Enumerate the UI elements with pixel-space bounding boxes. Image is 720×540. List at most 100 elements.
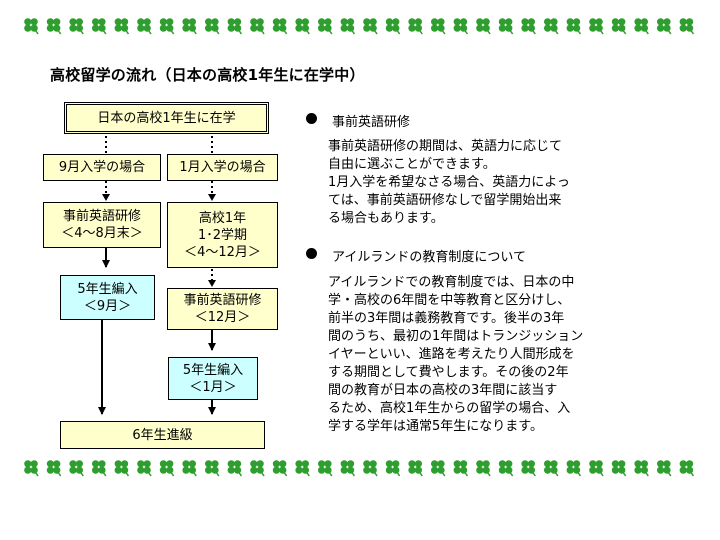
box-right-enroll-title: 5年生編入 — [182, 362, 244, 378]
clover-icon — [589, 460, 604, 477]
page-title: 高校留学の流れ（日本の高校1年生に在学中） — [50, 66, 365, 84]
clover-icon — [408, 460, 423, 477]
clover-icon — [498, 18, 514, 35]
clover-icon — [657, 18, 672, 35]
clover-icon — [431, 18, 446, 35]
clover-icon — [611, 460, 627, 477]
clover-icon — [340, 460, 356, 477]
clover-icon — [24, 18, 39, 35]
box-left-pre-training-title: 事前英語研修 — [62, 209, 141, 224]
box-september-entry: 9月入学の場合 — [43, 154, 161, 181]
box-right-school-term-title: 高校1年 — [198, 210, 247, 226]
box-left-pre-training: 事前英語研修 ＜4〜8月末＞ — [43, 202, 161, 248]
box-right-enroll: 5年生編入 ＜1月＞ — [168, 357, 258, 400]
clover-icon — [272, 460, 288, 477]
section2-line: 間の教育が日本の高校の3年間に該当す — [328, 383, 558, 398]
clover-icon — [295, 18, 310, 35]
section1-line: 1月入学を希望なさる場合、英語力によっ — [328, 175, 570, 190]
box-right-school-term-period: ＜4〜12月＞ — [184, 244, 261, 260]
clover-icon — [544, 460, 559, 477]
section1-line: ては、事前英語研修なしで留学開始出来 — [328, 193, 562, 208]
clover-icon — [137, 18, 152, 35]
box-right-enroll-period: ＜1月＞ — [189, 379, 237, 395]
box-left-enroll: 5年生編入 ＜9月＞ — [60, 275, 155, 320]
clover-icon — [431, 460, 446, 477]
clover-icon — [159, 460, 175, 477]
section2-line: るため、高校1年生からの留学の場合、入 — [328, 401, 571, 416]
clover-icon — [566, 460, 582, 477]
clover-icon — [227, 18, 243, 35]
clover-icon — [24, 460, 39, 477]
box-january-entry-label: 1月入学の場合 — [179, 160, 266, 175]
clover-border-top — [22, 16, 702, 36]
clover-icon — [679, 18, 695, 35]
clover-icon — [679, 460, 695, 477]
clover-icon — [295, 460, 310, 477]
clover-icon — [318, 460, 333, 477]
section2-heading: アイルランドの教育制度について — [332, 250, 526, 265]
section2-line: 前半の3年間は義務教育です。後半の3年 — [328, 311, 565, 326]
clover-icon — [182, 460, 197, 477]
clover-icon — [205, 460, 220, 477]
clover-icon — [385, 18, 401, 35]
clover-icon — [521, 18, 536, 35]
section1-heading-row: 事前英語研修 — [306, 111, 606, 130]
clover-icon — [363, 18, 378, 35]
clover-icon — [566, 18, 582, 35]
clover-icon — [453, 460, 469, 477]
clover-icon — [250, 460, 265, 477]
clover-icon — [363, 460, 378, 477]
clover-icon — [634, 460, 649, 477]
clover-icon — [476, 18, 491, 35]
clover-icon-row — [24, 18, 695, 35]
section1-line: る場合もあります。 — [328, 211, 444, 226]
clover-icon — [611, 18, 627, 35]
clover-icon — [544, 18, 559, 35]
section1-body: 事前英語研修の期間は、英語力に応じて 自由に選ぶことができます。 1月入学を希望… — [328, 138, 618, 228]
box-september-entry-label: 9月入学の場合 — [58, 160, 146, 175]
section2-line: 間のうち、最初の1年間はトランジッション — [328, 329, 584, 344]
section2-line: アイルランドでの教育制度では、日本の中 — [328, 275, 575, 290]
clover-icon — [182, 18, 197, 35]
section1-line: 自由に選ぶことができます。 — [328, 157, 496, 172]
box-grade6-advance-label: 6年生進級 — [132, 427, 193, 443]
box-right-pre-training-title: 事前英語研修 — [183, 293, 262, 308]
clover-icon — [408, 18, 423, 35]
section2-line: 学・高校の6年間を中等教育と区分けし、 — [328, 293, 571, 308]
clover-icon — [92, 18, 107, 35]
section2-line: する期間として費やします。その後の2年 — [328, 365, 569, 380]
clover-icon — [46, 18, 62, 35]
clover-icon — [589, 18, 604, 35]
clover-icon — [521, 460, 536, 477]
box-grade6-advance: 6年生進級 — [60, 421, 265, 449]
box-right-pre-training: 事前英語研修 ＜12月＞ — [167, 288, 278, 330]
clover-icon — [385, 460, 401, 477]
box-left-pre-training-period: ＜4〜8月末＞ — [61, 226, 143, 241]
arrowhead — [208, 194, 216, 201]
clover-icon — [46, 460, 62, 477]
clover-icon — [250, 18, 265, 35]
box-right-school-term-semesters: 1･2学期 — [197, 227, 248, 243]
section2-line: イヤーといい、進路を考えたり人間形成を — [328, 347, 575, 362]
section1-line: 事前英語研修の期間は、英語力に応じて — [328, 139, 563, 154]
clover-icon — [159, 18, 175, 35]
clover-icon — [114, 18, 130, 35]
section2-line: 学する学年は通常5年生になります。 — [328, 419, 543, 434]
arrowhead — [102, 194, 110, 201]
section2-heading-row: アイルランドの教育制度について — [306, 246, 606, 265]
clover-icon — [453, 18, 469, 35]
clover-icon — [69, 18, 84, 35]
clover-border-bottom — [22, 458, 702, 478]
clover-icon — [498, 460, 514, 477]
filled-circle-icon — [306, 248, 317, 259]
box-left-enroll-title: 5年生編入 — [77, 281, 138, 297]
clover-icon — [114, 460, 130, 477]
box-january-entry: 1月入学の場合 — [167, 154, 278, 181]
clover-icon-row — [24, 460, 695, 477]
clover-icon — [69, 460, 84, 477]
box-right-pre-training-period: ＜12月＞ — [194, 310, 251, 325]
section1-heading: 事前英語研修 — [332, 115, 411, 130]
box-current-grade: 日本の高校1年生に在学 — [64, 102, 269, 134]
box-current-grade-label: 日本の高校1年生に在学 — [97, 110, 236, 126]
